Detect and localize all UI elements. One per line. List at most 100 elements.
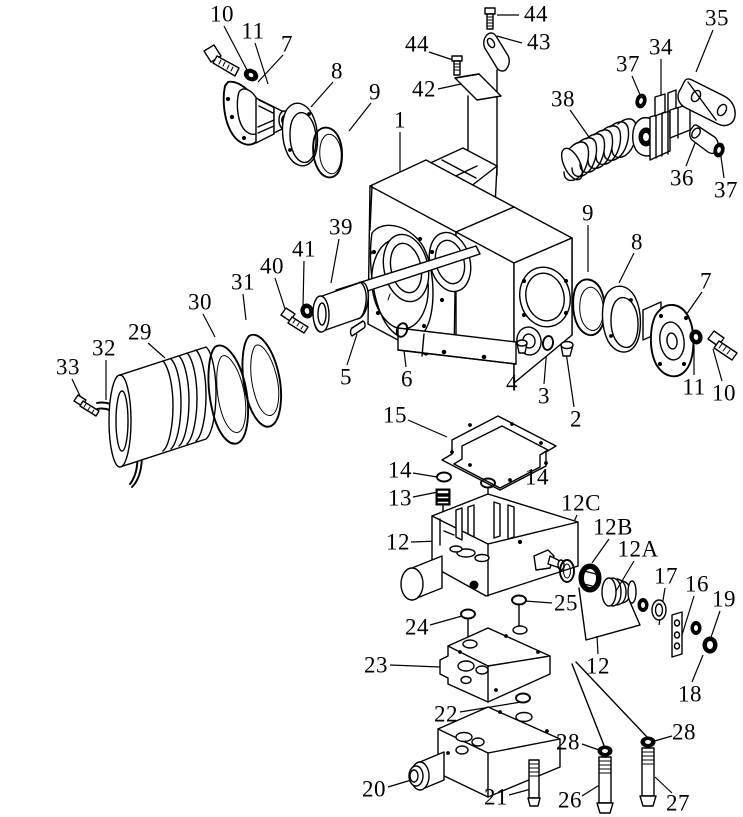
- o-ring-6: [395, 322, 409, 338]
- callout-11: 11: [682, 374, 706, 400]
- leader-24: [429, 615, 463, 626]
- leader-31: [242, 293, 247, 321]
- callout-24: 24: [405, 614, 429, 640]
- callout-44: 44: [405, 31, 429, 57]
- callout-38: 38: [551, 86, 575, 112]
- leader-8: [310, 81, 334, 108]
- leader-26: [581, 783, 602, 797]
- leader-12: [596, 635, 599, 655]
- part-group-top-fasteners: [451, 7, 510, 181]
- leader-28: [581, 743, 600, 751]
- leader-29: [147, 342, 166, 359]
- callout-39: 39: [329, 214, 353, 240]
- callout-40: 40: [260, 253, 284, 279]
- callout-36: 36: [670, 165, 694, 191]
- leader-10: [712, 348, 723, 382]
- leader-13: [412, 491, 439, 498]
- callout-1: 1: [394, 107, 406, 133]
- leader-44: [428, 51, 454, 61]
- callout-37: 37: [616, 51, 640, 77]
- callout-20: 20: [362, 776, 386, 802]
- callout-12: 12: [386, 529, 410, 555]
- leader-12a: [615, 560, 635, 592]
- plug-4: [516, 339, 528, 354]
- plug-13: [435, 488, 451, 506]
- plug-2: [560, 340, 574, 357]
- callout-30: 30: [188, 289, 212, 315]
- callout-31: 31: [231, 269, 255, 295]
- callout-25: 25: [554, 590, 578, 616]
- callout-41: 41: [292, 236, 316, 262]
- pin-43: [483, 32, 510, 72]
- part-group-front-cover-right: [572, 278, 738, 378]
- cover-7-right: [642, 301, 695, 378]
- callout-42: 42: [412, 76, 436, 102]
- leader-41: [302, 260, 305, 308]
- callout-22: 22: [434, 701, 458, 727]
- callout-12a: 12A: [617, 536, 659, 562]
- nut-18: [702, 636, 718, 654]
- callout-21: 21: [484, 784, 508, 810]
- leader-7: [685, 291, 703, 316]
- leader-7: [257, 54, 284, 83]
- leader-2: [565, 351, 575, 408]
- callout-16: 16: [685, 571, 709, 597]
- bracket-16: [671, 611, 683, 658]
- dowel-5: [349, 320, 366, 337]
- leader-14: [412, 472, 438, 478]
- callout-26: 26: [558, 787, 582, 813]
- leader-8: [618, 252, 635, 284]
- screw-44-lower: [451, 55, 463, 76]
- callout-23: 23: [364, 652, 388, 678]
- o-ring-24: [460, 608, 476, 620]
- bushing-39: [312, 281, 369, 333]
- main-housing-1: [335, 147, 573, 384]
- callout-4: 4: [506, 370, 518, 396]
- gasket-8: [281, 102, 319, 167]
- washer-28-right: [640, 736, 656, 748]
- part-group-seal-stack: [559, 559, 718, 658]
- o-ring-14-left: [436, 471, 452, 483]
- callout-7: 7: [281, 31, 293, 57]
- leader-23: [389, 664, 441, 668]
- washer-small-lower: [637, 598, 649, 612]
- plate-42: [454, 73, 502, 101]
- bolt-21: [527, 759, 541, 807]
- callout-28: 28: [672, 719, 696, 745]
- leader-35: [695, 29, 714, 73]
- part-group-spring-valve: [560, 78, 736, 182]
- leader-43: [496, 35, 523, 44]
- sleeve-29: [108, 346, 217, 468]
- callout-44: 44: [524, 1, 548, 27]
- callout-10: 10: [712, 380, 736, 406]
- o-ring-25: [511, 594, 527, 606]
- leader-37: [631, 75, 642, 98]
- callout-37: 37: [714, 177, 738, 203]
- part-group-small-fasteners: [349, 320, 574, 357]
- screw-33: [73, 394, 100, 417]
- callout-43: 43: [527, 29, 551, 55]
- o-ring-30: [207, 344, 250, 445]
- callout-9: 9: [369, 79, 381, 105]
- o-ring-9: [312, 126, 343, 179]
- leader-15: [407, 419, 448, 438]
- seal-12B: [578, 563, 602, 593]
- leader-38: [569, 109, 590, 138]
- callout-13: 13: [388, 485, 412, 511]
- callout-17: 17: [654, 563, 678, 589]
- callout-12c: 12C: [561, 490, 601, 516]
- callout-35: 35: [705, 5, 729, 31]
- leader-21: [508, 788, 532, 796]
- spring-38: [560, 118, 638, 182]
- callout-14: 14: [388, 457, 412, 483]
- o-ring-31: [241, 333, 283, 428]
- callout-5: 5: [340, 364, 352, 390]
- leader-22: [459, 701, 522, 713]
- washer-28-left: [597, 745, 613, 757]
- callout-12: 12: [586, 653, 610, 679]
- callout-33: 33: [56, 354, 80, 380]
- leader-10: [223, 25, 248, 71]
- bolt-26: [596, 756, 614, 814]
- washer-37-right: [713, 142, 725, 158]
- screw-44-upper: [484, 7, 496, 30]
